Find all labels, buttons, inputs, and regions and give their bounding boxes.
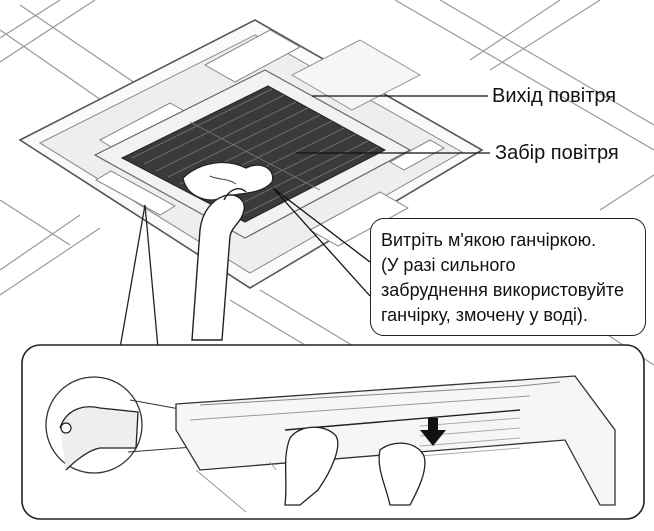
air-intake-label: Забір повітря — [495, 142, 619, 164]
detail-pointer-lines — [119, 204, 159, 349]
hand-icon — [191, 188, 247, 341]
callout-line: (У разі сильного — [381, 255, 516, 275]
detail-inset — [21, 344, 645, 520]
left-hand-icon — [284, 426, 339, 506]
right-hand-icon — [378, 442, 426, 506]
air-outlet-label: Вихід повітря — [492, 85, 617, 107]
leader-lines — [272, 95, 490, 297]
callout-line: Витріть м'якою ганчіркою. — [381, 230, 597, 250]
down-arrow-icon — [420, 418, 446, 446]
cleaning-instruction-callout: Витріть м'якою ганчіркою. (У разі сильно… — [370, 218, 646, 336]
callout-line: забруднення використовуйте — [381, 280, 624, 300]
callout-line: ганчірку, змочену у воді). — [381, 305, 588, 325]
cleaning-cloth-icon — [182, 161, 274, 201]
